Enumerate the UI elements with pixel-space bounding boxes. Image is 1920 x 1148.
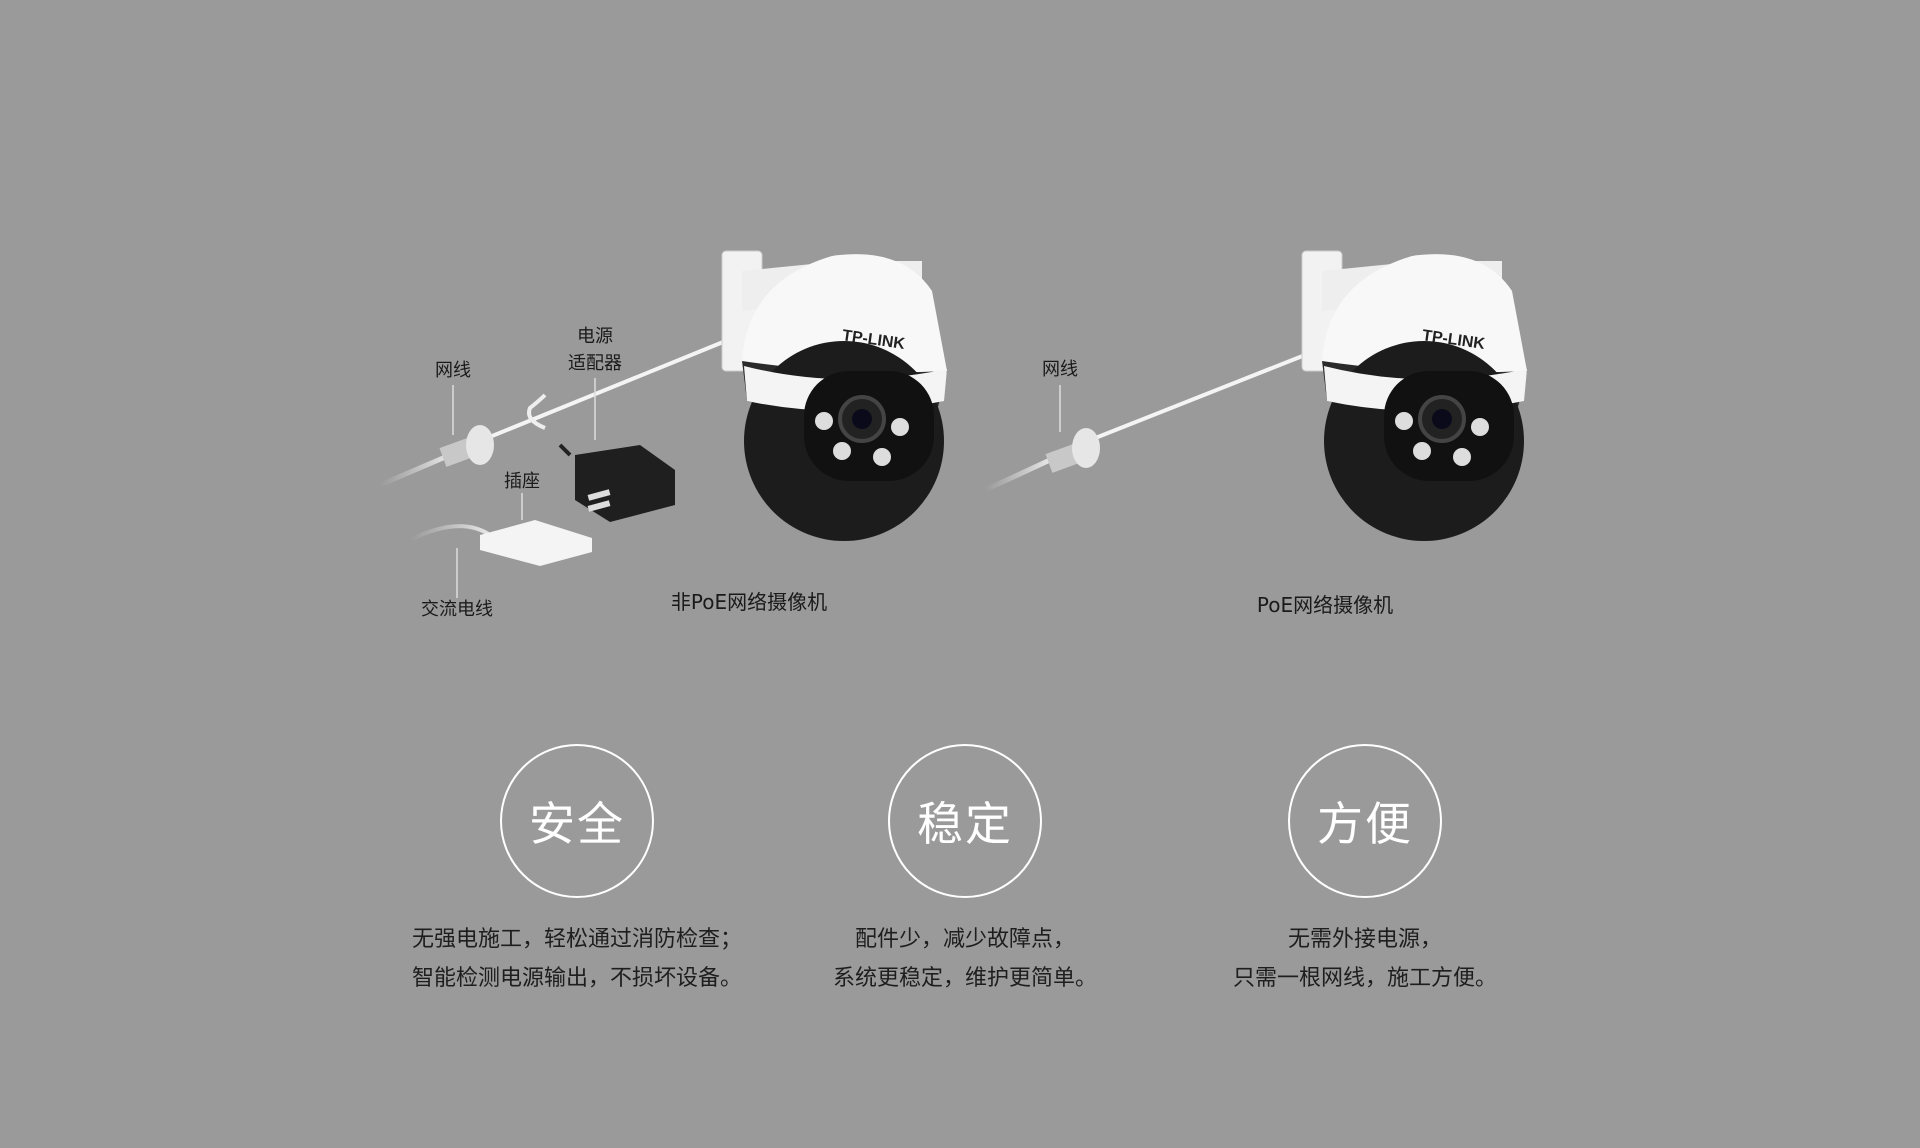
feature-desc-stable: 配件少，减少故障点， 系统更稳定，维护更简单。 <box>833 920 1097 998</box>
feature-desc-safe: 无强电施工，轻松通过消防检查； 智能检测电源输出，不损坏设备。 <box>412 920 742 998</box>
desc-line: 只需一根网线，施工方便。 <box>1232 966 1498 991</box>
label-adapter: 电源 适配器 <box>568 323 622 377</box>
cable-clip <box>466 425 494 465</box>
power-socket <box>480 520 592 566</box>
ethernet-cable-tail <box>379 452 451 488</box>
feature-title: 方便 <box>1317 797 1413 851</box>
desc-line: 智能检测电源输出，不损坏设备。 <box>411 966 743 991</box>
feature-title: 稳定 <box>917 797 1013 851</box>
camera-non-poe: TP-LINK <box>720 249 949 543</box>
camera-poe: TP-LINK <box>1300 249 1529 543</box>
label-socket: 插座 <box>504 471 540 492</box>
desc-line: 无需外接电源， <box>1287 927 1443 952</box>
ac-cable <box>409 524 492 542</box>
adapter-prong <box>587 489 611 501</box>
caption-non-poe: 非PoE网络摄像机 <box>670 590 828 614</box>
feature-title: 安全 <box>529 797 625 851</box>
feature-circle-stable: 稳定 <box>888 744 1042 898</box>
desc-line: 无强电施工，轻松通过消防检查； <box>411 927 743 952</box>
label-ac-cable: 交流电线 <box>421 599 493 620</box>
cable-clip-poe <box>1072 428 1100 468</box>
feature-desc-convenient: 无需外接电源， 只需一根网线，施工方便。 <box>1233 920 1497 998</box>
ethernet-cable <box>469 338 729 447</box>
label-cable-poe: 网线 <box>1042 359 1078 380</box>
label-cable: 网线 <box>435 360 471 381</box>
caption-poe: PoE网络摄像机 <box>1256 593 1394 617</box>
label-adapter-line1: 电源 <box>577 326 613 347</box>
adapter-cable <box>527 393 547 430</box>
ethernet-cable-tail-poe <box>983 457 1052 493</box>
feature-circle-safe: 安全 <box>500 744 654 898</box>
adapter-plug <box>558 443 572 457</box>
ethernet-cable-poe <box>1069 353 1306 450</box>
label-adapter-line2: 适配器 <box>568 353 622 374</box>
feature-circle-convenient: 方便 <box>1288 744 1442 898</box>
desc-line: 配件少，减少故障点， <box>854 927 1076 952</box>
adapter-prong <box>587 500 611 512</box>
desc-line: 系统更稳定，维护更简单。 <box>832 966 1098 991</box>
